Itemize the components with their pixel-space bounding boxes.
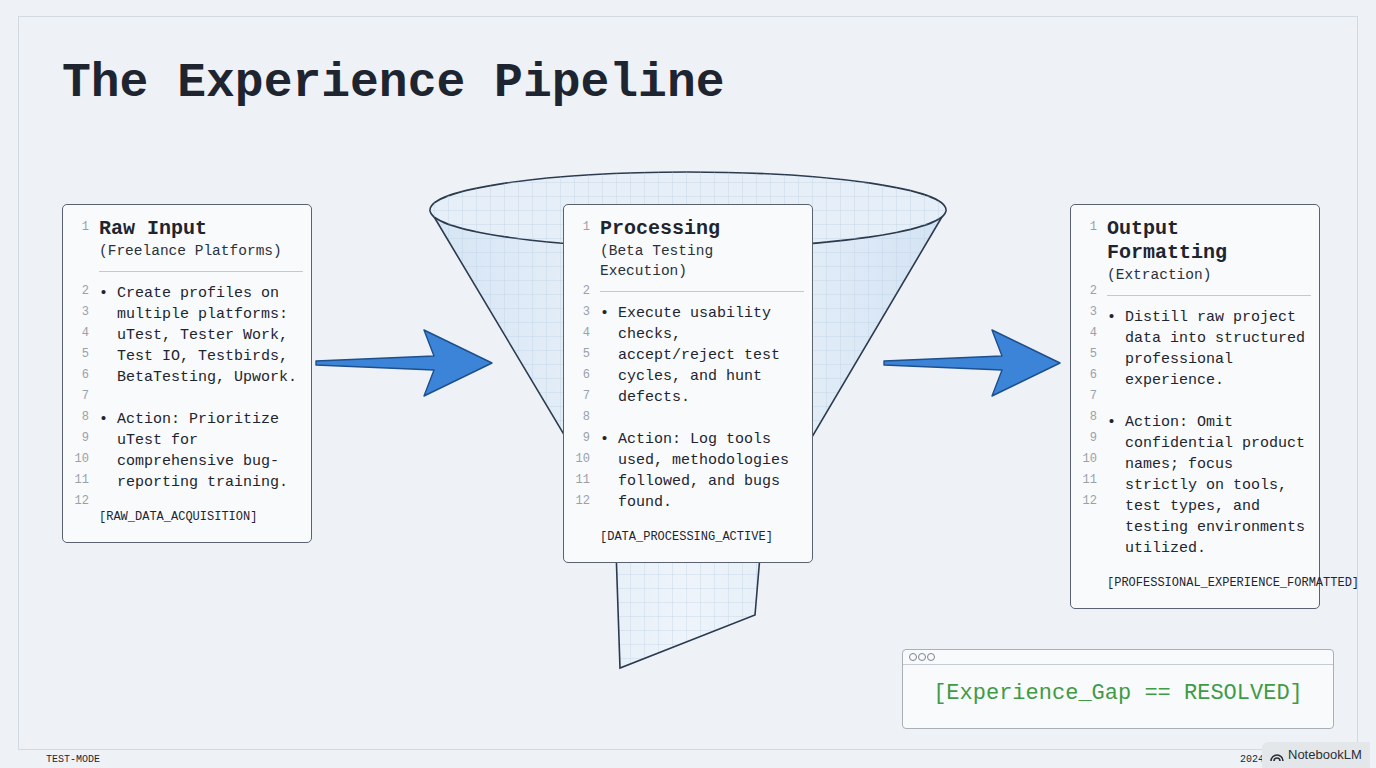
- window-dot: [927, 653, 935, 661]
- header-separator: [600, 291, 804, 292]
- pipeline-stage-box: Output Formatting(Extraction) • Distill r…: [1070, 204, 1320, 609]
- flow-arrow: [316, 330, 492, 396]
- line-number: 6: [71, 365, 89, 386]
- stage-heading: Output Formatting: [1107, 217, 1311, 265]
- window-dot: [909, 653, 917, 661]
- line-number: 7: [572, 386, 590, 407]
- line-number: 7: [1079, 386, 1097, 407]
- stage-content: Output Formatting(Extraction) • Distill r…: [1107, 217, 1311, 580]
- footer-label: TEST-MODE: [46, 754, 100, 766]
- line-number: 5: [1079, 344, 1097, 365]
- line-number: 10: [572, 449, 590, 470]
- line-number: 8: [1079, 407, 1097, 428]
- line-number: 9: [71, 428, 89, 449]
- stage-heading: Processing: [600, 217, 804, 241]
- line-number: 4: [572, 323, 590, 344]
- line-number: 11: [71, 470, 89, 491]
- line-number: 10: [71, 449, 89, 470]
- line-number: 11: [572, 470, 590, 491]
- line-number: 8: [572, 407, 590, 428]
- line-number: 1: [572, 217, 590, 238]
- line-number: 10: [1079, 449, 1097, 470]
- stage-content: Raw Input(Freelance Platforms) • Create p…: [99, 217, 303, 514]
- line-number: 1: [1079, 217, 1097, 238]
- status-tag: [RAW_DATA_ACQUISITION]: [99, 510, 257, 524]
- stage-subtitle: (Beta Testing Execution): [600, 241, 804, 281]
- window-titlebar: [903, 650, 1333, 665]
- line-number: 2: [572, 281, 590, 302]
- pipeline-stage-box: Processing(Beta Testing Execution) • Exec…: [563, 204, 813, 563]
- line-number: 11: [1079, 470, 1097, 491]
- header-separator: [1107, 295, 1311, 296]
- line-number: 8: [71, 407, 89, 428]
- diagram-title: The Experience Pipeline: [62, 56, 725, 110]
- line-number: 9: [1079, 428, 1097, 449]
- status-text: [Experience_Gap == RESOLVED]: [903, 672, 1333, 716]
- line-number: 5: [572, 344, 590, 365]
- stage-subtitle: (Freelance Platforms): [99, 241, 303, 261]
- line-number: 12: [1079, 491, 1097, 512]
- line-number: 9: [572, 428, 590, 449]
- line-number: 2: [1079, 281, 1097, 302]
- status-tag: [DATA_PROCESSING_ACTIVE]: [600, 530, 773, 544]
- badge-icon: [1270, 748, 1284, 762]
- status-window: [Experience_Gap == RESOLVED]: [902, 649, 1334, 729]
- window-dot: [918, 653, 926, 661]
- line-number: 3: [71, 302, 89, 323]
- footer-label: 2024: [1240, 754, 1264, 766]
- line-number: 7: [71, 386, 89, 407]
- pipeline-stage-box: Raw Input(Freelance Platforms) • Create p…: [62, 204, 312, 543]
- line-number: 3: [1079, 302, 1097, 323]
- line-number: 3: [572, 302, 590, 323]
- line-number: 4: [1079, 323, 1097, 344]
- watermark-badge: NotebookLM: [1262, 742, 1370, 768]
- flow-arrow: [884, 330, 1060, 396]
- bullet-text: • Action: Omit confidential product name…: [1107, 412, 1311, 559]
- bullet-text: • Create profiles on multiple platforms:…: [99, 283, 303, 388]
- bullet-text: • Distill raw project data into structur…: [1107, 307, 1311, 391]
- line-number: 4: [71, 323, 89, 344]
- status-tag: [PROFESSIONAL_EXPERIENCE_FORMATTED]: [1107, 576, 1359, 590]
- bullet-text: • Action: Log tools used, methodologies …: [600, 429, 804, 513]
- stage-subtitle: (Extraction): [1107, 265, 1311, 285]
- line-number: 1: [71, 217, 89, 238]
- line-number: 5: [71, 344, 89, 365]
- header-separator: [99, 271, 303, 272]
- line-number: 12: [572, 491, 590, 512]
- stage-content: Processing(Beta Testing Execution) • Exec…: [600, 217, 804, 534]
- bullet-text: • Action: Prioritize uTest for comprehen…: [99, 409, 303, 493]
- line-number: 6: [1079, 365, 1097, 386]
- bullet-text: • Execute usability checks, accept/rejec…: [600, 303, 804, 408]
- line-number: 12: [71, 491, 89, 512]
- line-number: 2: [71, 281, 89, 302]
- stage-heading: Raw Input: [99, 217, 303, 241]
- line-number: 6: [572, 365, 590, 386]
